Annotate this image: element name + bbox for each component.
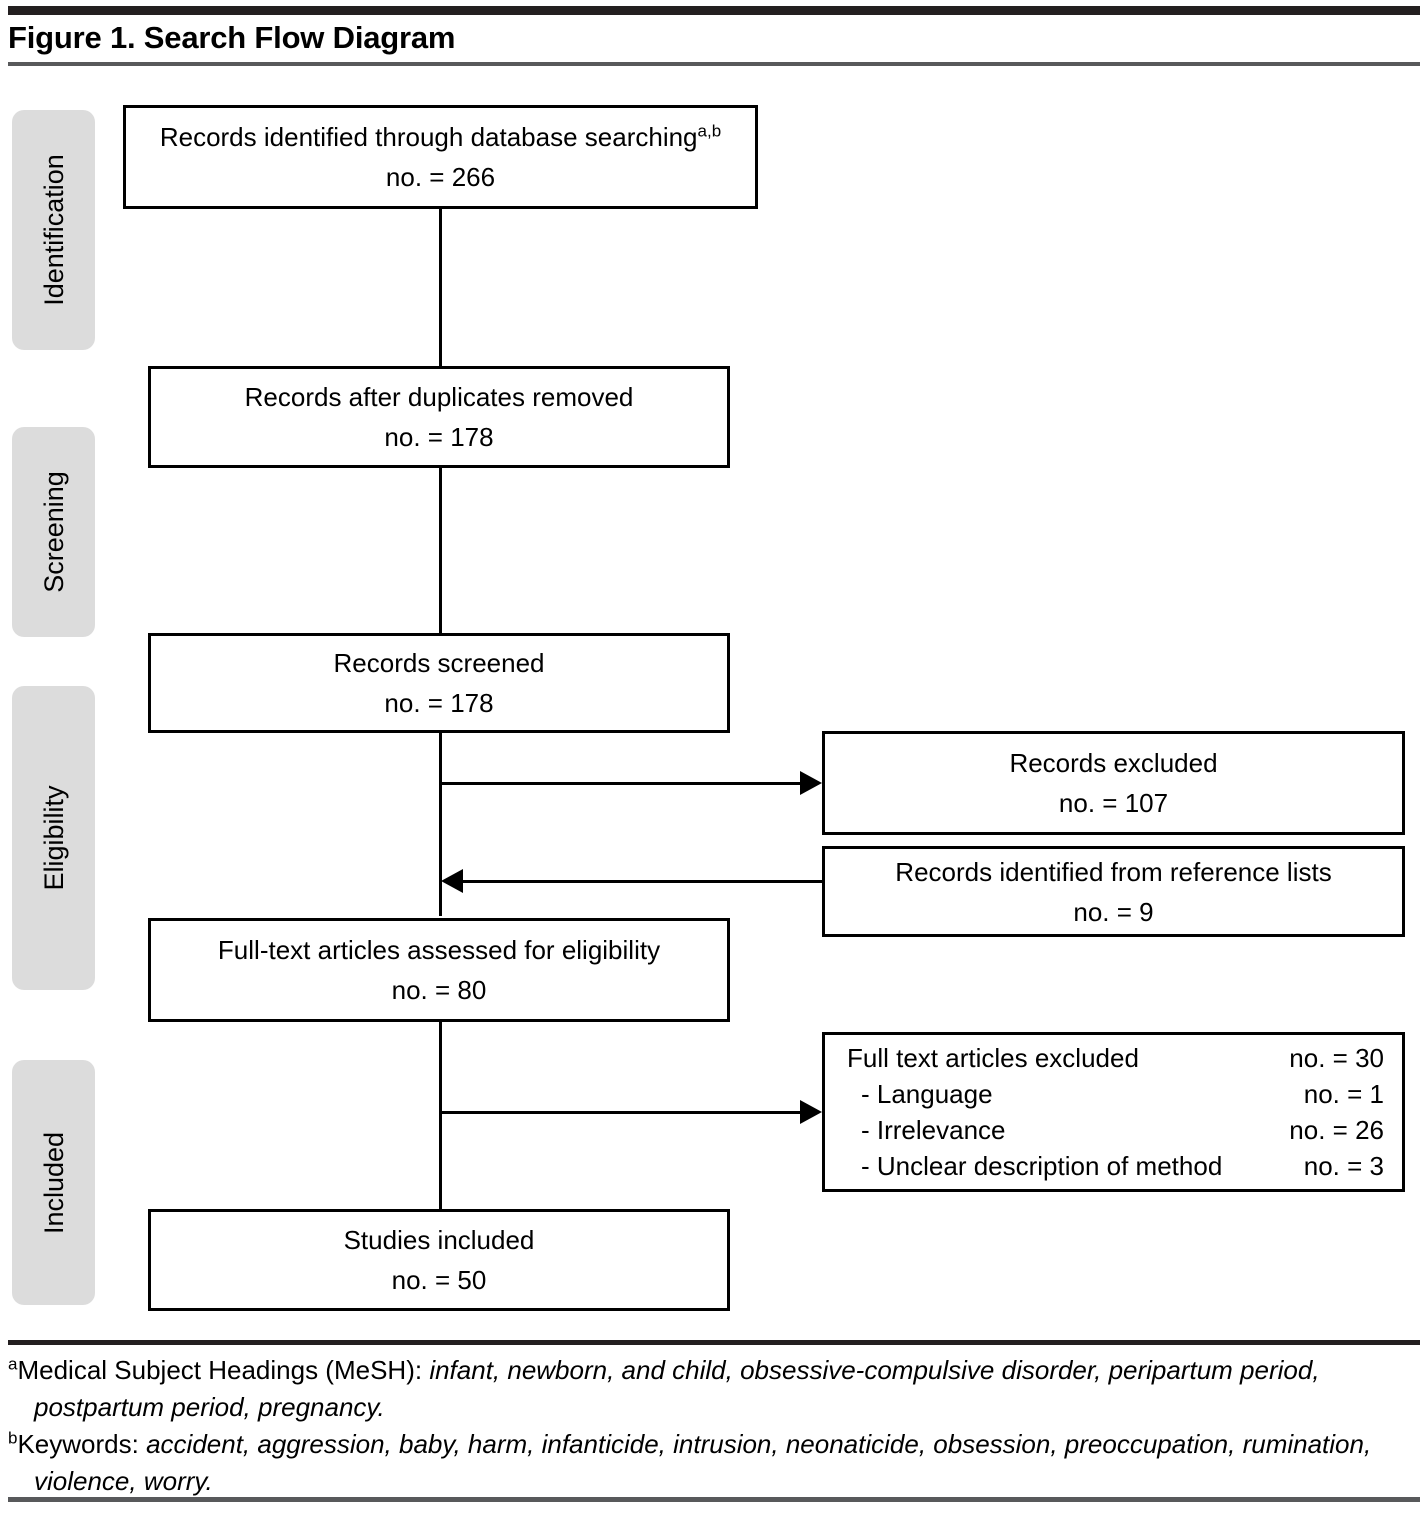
box-records-from-reference-lists-line2: no. = 9 [1073,896,1154,927]
list-item: Full text articles excluded no. = 30 [847,1043,1384,1073]
connector-screened-to-fulltext [439,730,442,916]
box-fulltext-excluded: Full text articles excluded no. = 30 - L… [822,1032,1405,1192]
list-item: - Language no. = 1 [861,1079,1384,1109]
footnote-rule-bottom [8,1497,1420,1502]
footnote-a-italic: infant, newborn, and child, obsessive-co… [34,1355,1320,1422]
stage-pill-identification: Identification [12,110,95,350]
box-records-after-duplicates-line1: Records after duplicates removed [244,382,634,412]
box-fulltext-assessed-line1: Full-text articles assessed for eligibil… [217,935,661,965]
footnote-b-marker: b [8,1428,18,1448]
box-fulltext-assessed: Full-text articles assessed for eligibil… [148,918,730,1022]
footnote-rule-top [8,1340,1420,1345]
footnote-a: aMedical Subject Headings (MeSH): infant… [8,1352,1408,1426]
arrowhead-to-records-excluded [800,771,822,795]
footnote-a-marker: a [8,1354,18,1374]
stage-label-eligibility: Eligibility [38,785,69,891]
box-records-from-reference-lists: Records identified from reference lists … [822,846,1405,937]
box-studies-included: Studies included no. = 50 [148,1209,730,1311]
box-records-identified-line1: Records identified through database sear… [159,121,722,152]
box-records-after-duplicates-line2: no. = 178 [384,422,494,452]
header-rule-bottom [8,62,1420,66]
box-records-excluded-line2: no. = 107 [1058,788,1169,818]
stage-pill-included: Included [12,1060,95,1305]
fulltext-excluded-list: Full text articles excluded no. = 30 - L… [847,1040,1384,1184]
list-item: - Unclear description of method no. = 3 [861,1151,1384,1181]
box-records-identified-line2: no. = 266 [385,162,496,192]
box-records-identified: Records identified through database sear… [123,105,758,209]
box-fulltext-assessed-line2: no. = 80 [391,975,487,1005]
connector-identified-to-duplicates [439,207,442,369]
box-records-screened-line2: no. = 178 [384,688,494,718]
list-item: - Irrelevance no. = 26 [861,1115,1384,1145]
connector-fulltext-to-included [439,1022,442,1212]
connector-duplicates-to-screened [439,466,442,638]
box-studies-included-line2: no. = 50 [391,1265,487,1295]
connector-to-records-excluded [439,782,805,785]
box-records-screened: Records screened no. = 178 [148,633,730,733]
footnote-a-plain: Medical Subject Headings (MeSH): [17,1355,430,1385]
footnote-b: bKeywords: accident, aggression, baby, h… [8,1426,1408,1500]
stage-label-screening: Screening [38,471,69,593]
footnote-b-plain: Keywords: [17,1429,147,1459]
box-records-screened-line1: Records screened [333,648,545,678]
box-records-from-reference-lists-line1: Records identified from reference lists [895,856,1332,887]
header-rule-top [8,6,1420,15]
connector-to-fulltext-excluded [439,1111,805,1114]
connector-from-reference-lists [462,880,822,883]
stage-pill-eligibility: Eligibility [12,686,95,990]
arrowhead-from-reference-lists [441,869,463,893]
footnote-marker-ab: a,b [697,121,722,141]
box-records-excluded: Records excluded no. = 107 [822,731,1405,835]
stage-label-included: Included [38,1131,69,1234]
box-records-after-duplicates: Records after duplicates removed no. = 1… [148,366,730,468]
footnotes: aMedical Subject Headings (MeSH): infant… [8,1352,1408,1500]
box-studies-included-line1: Studies included [343,1225,535,1255]
footnote-b-italic: accident, aggression, baby, harm, infant… [34,1429,1372,1496]
box-records-excluded-line1: Records excluded [1009,748,1218,778]
stage-label-identification: Identification [38,154,69,306]
arrowhead-to-fulltext-excluded [800,1100,822,1124]
page-title: Figure 1. Search Flow Diagram [8,20,456,55]
stage-pill-screening: Screening [12,427,95,637]
